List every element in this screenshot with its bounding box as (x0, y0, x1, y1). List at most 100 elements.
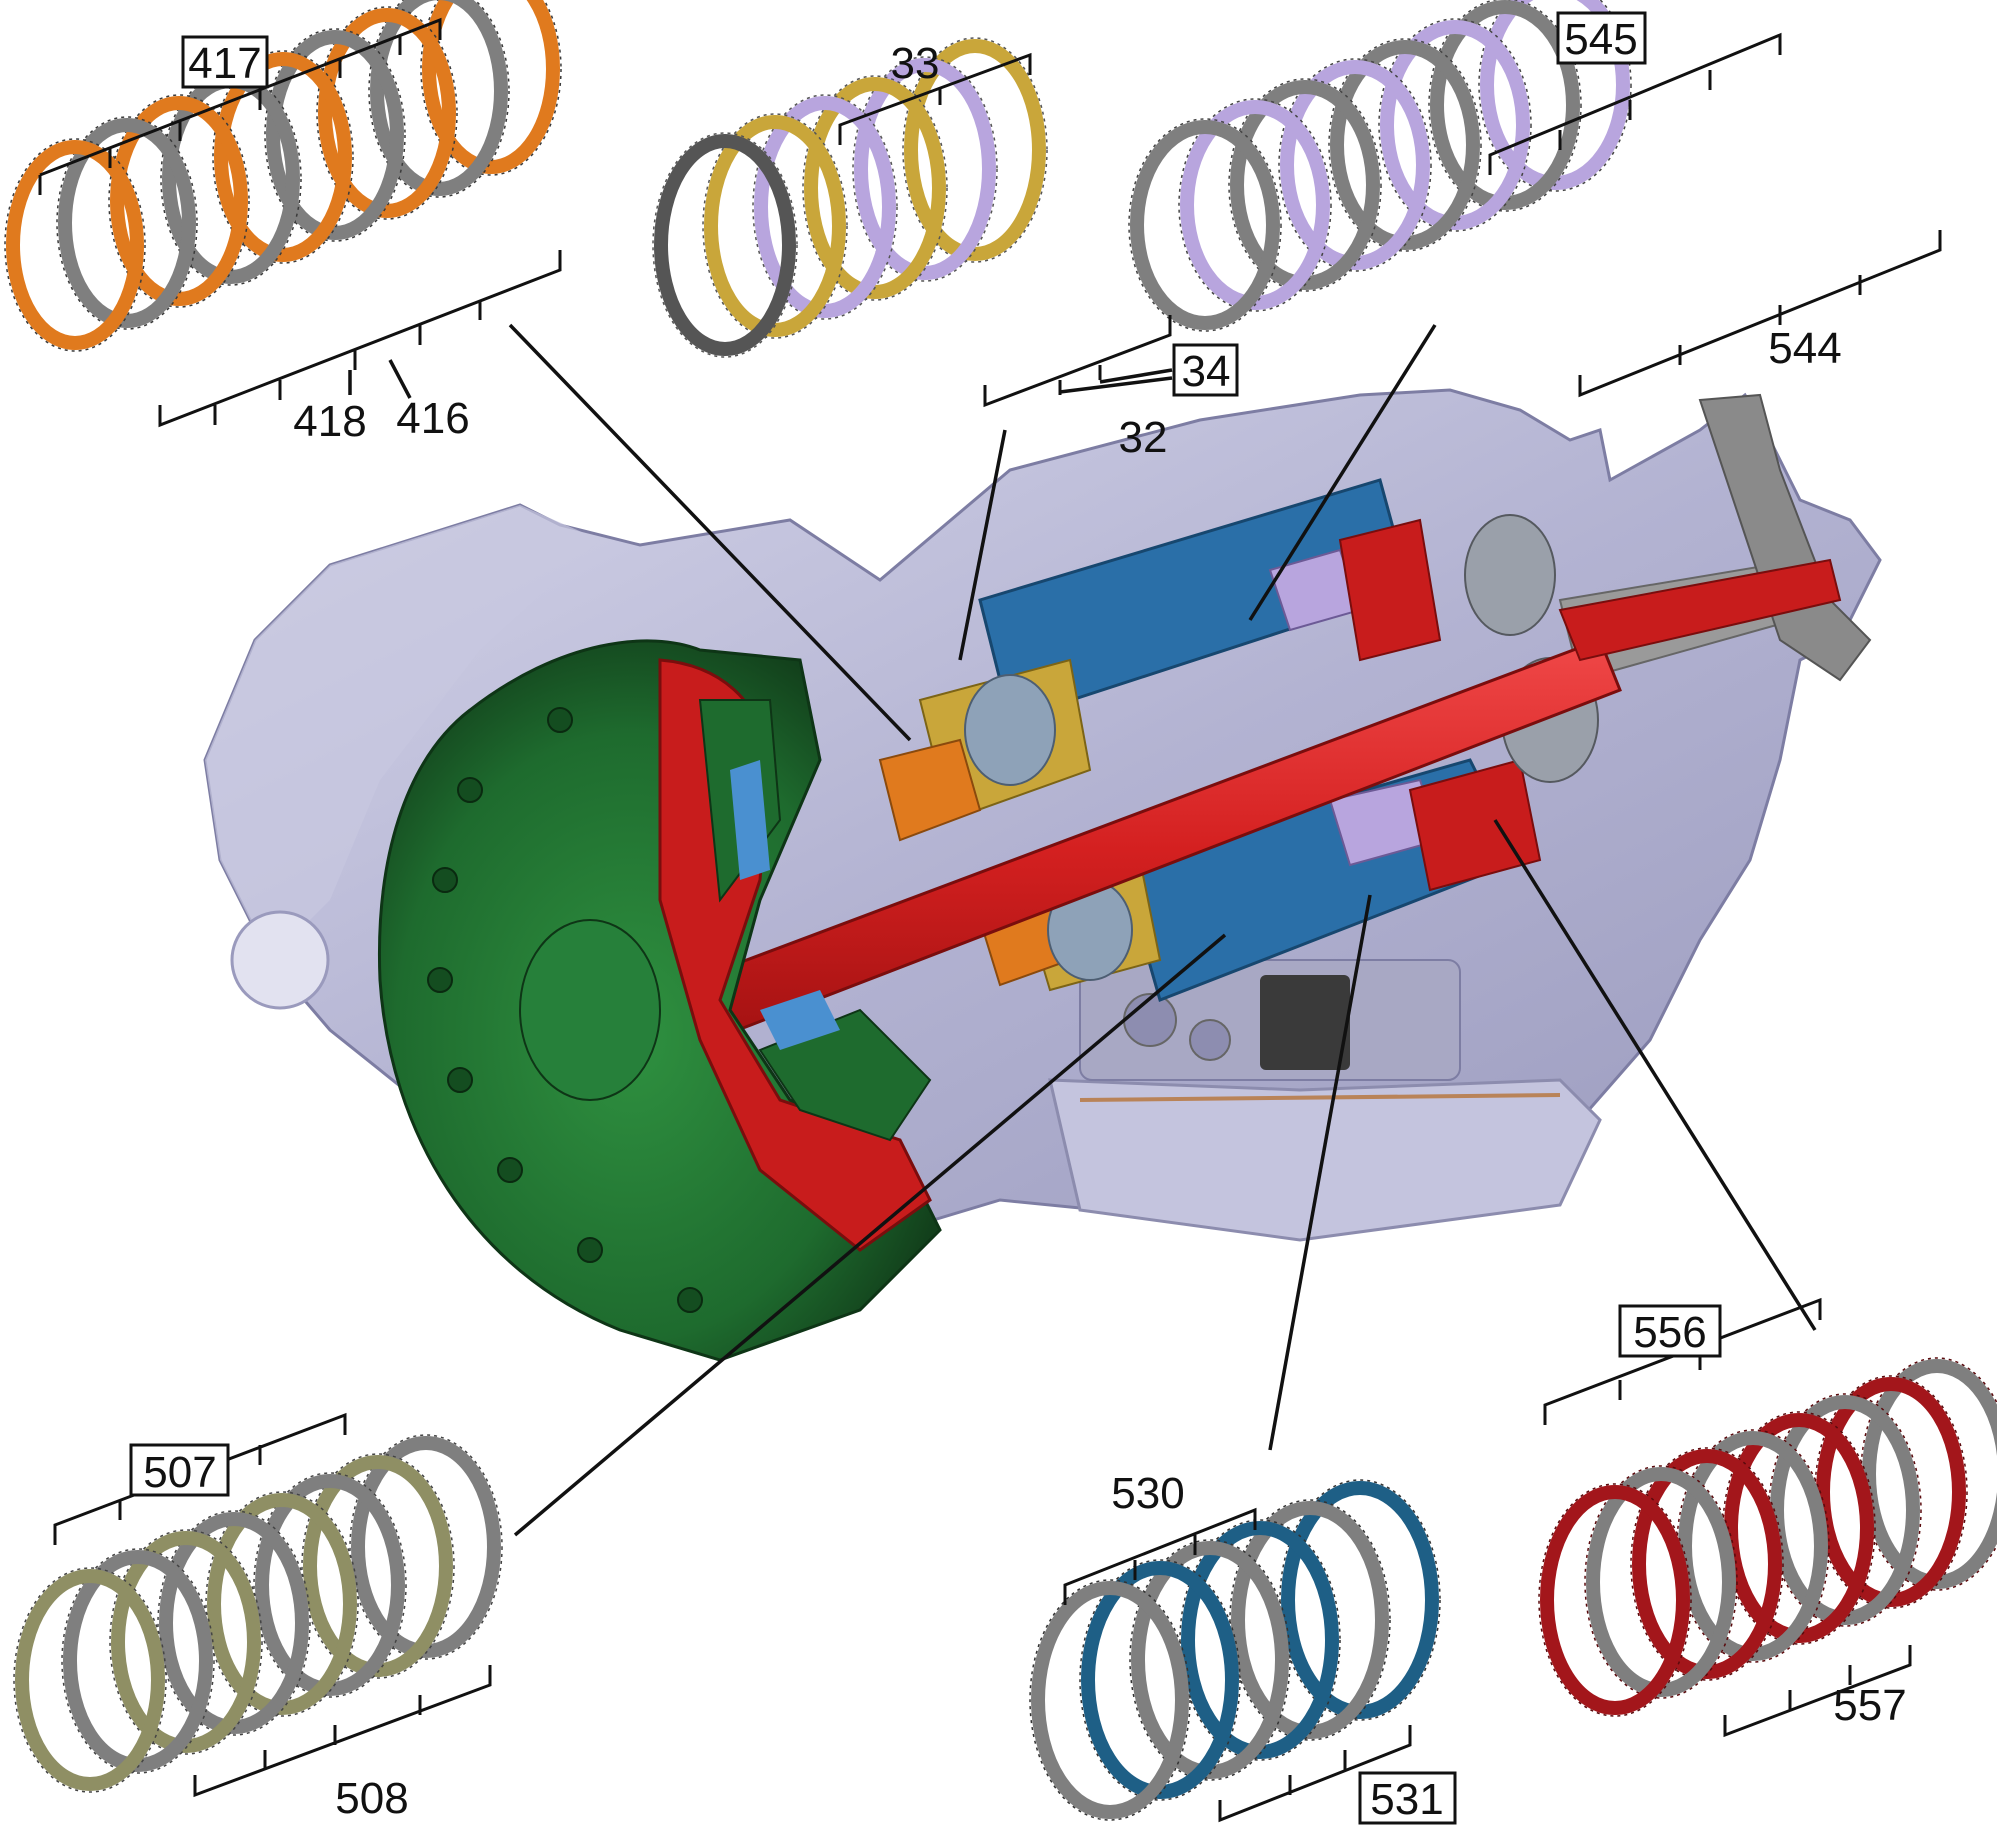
clutch-ring (1586, 1467, 1736, 1697)
label-418: 418 (293, 397, 366, 446)
clutch-ring (111, 1531, 261, 1753)
label-531: 531 (1370, 1775, 1443, 1824)
label-34: 34 (1182, 347, 1231, 396)
clutch-ring (6, 140, 144, 350)
clutch-ring-teeth (1279, 1479, 1441, 1721)
clutch-ring (422, 0, 560, 174)
clutch-ring-teeth (1229, 1499, 1391, 1741)
clutch-ring-teeth (902, 37, 1048, 263)
brackets (38, 17, 1942, 1823)
clutch-ring (1678, 1431, 1828, 1661)
clutch-ring (159, 1512, 309, 1734)
leader-line-545 (1248, 324, 1437, 621)
clutch-pack-507 (13, 1434, 503, 1793)
label-417: 417 (188, 39, 261, 88)
clutch-ring-teeth (1328, 38, 1482, 252)
torque-converter (377, 639, 942, 1362)
clutch-ring-teeth (61, 1548, 215, 1774)
label-box-507: 507 (129, 1443, 230, 1497)
clutch-ring-teeth (349, 1434, 503, 1660)
clutch-ring (1724, 1413, 1874, 1643)
clutch-ring (1380, 20, 1530, 230)
clutch-ring-teeth (368, 0, 510, 198)
label-556: 556 (1633, 1308, 1706, 1357)
tick-416 (388, 359, 412, 399)
clutch-ring (1281, 1481, 1439, 1719)
clutch-ring-teeth (702, 113, 848, 339)
tick-34a (1099, 368, 1173, 384)
label-box-531: 531 (1358, 1771, 1457, 1825)
clutch-ring-teeth (316, 6, 458, 220)
clutch-ring-teeth (1630, 1447, 1784, 1681)
clutch-ring (1180, 100, 1330, 310)
clutch-ring (58, 118, 196, 328)
clutch-ring-teeth (1676, 1429, 1830, 1663)
clutch-ring-teeth (205, 1491, 359, 1717)
clutch-ring-teeth (1029, 1579, 1191, 1821)
clutch-ring (1280, 60, 1430, 270)
clutch-ring (854, 58, 996, 280)
clutch-ring (63, 1550, 213, 1772)
clutch-ring-teeth (752, 94, 898, 320)
clutch-ring-teeth (1228, 78, 1382, 292)
clutch-ring-teeth (108, 94, 250, 308)
leader-line-417 (508, 323, 912, 742)
clutch-ring-teeth (301, 1453, 455, 1679)
clutch-ring (266, 30, 404, 240)
leader-line-530 (1268, 894, 1372, 1451)
clutch-ring-teeth (1478, 0, 1632, 192)
clutch-ring (303, 1455, 453, 1677)
clutch-ring (654, 134, 796, 356)
leader-line-33 (958, 429, 1007, 661)
clutch-ring (1816, 1377, 1966, 1607)
label-box-417: 417 (181, 35, 269, 89)
clutch-ring-teeth (109, 1529, 263, 1755)
clutch-ring-teeth (264, 28, 406, 242)
clutch-ring-teeth (160, 72, 302, 286)
clutch-ring-teeth (1768, 1393, 1922, 1627)
clutch-pack-545 (1128, 0, 1632, 332)
clutch-ring (110, 96, 248, 306)
clutch-ring-teeth (253, 1472, 407, 1698)
clutch-ring-teeth (212, 50, 354, 264)
tick-34b (1059, 376, 1173, 394)
label-508: 508 (335, 1774, 408, 1823)
clutch-pack-530 (1029, 1479, 1441, 1821)
leader-line-556 (1493, 819, 1817, 1331)
clutch-pack-556 (1538, 1357, 1997, 1717)
clutch-ring-teeth (4, 138, 146, 352)
label-530: 530 (1111, 1469, 1184, 1518)
clutch-ring (1081, 1561, 1239, 1799)
clutch-ring (1131, 1541, 1289, 1779)
clutch-ring-teeth (1428, 0, 1582, 212)
clutch-pack-33 (652, 37, 1048, 358)
clutch-ring-teeth (1814, 1375, 1968, 1609)
clutch-ring-teeth (1179, 1519, 1341, 1761)
clutch-ring (1181, 1521, 1339, 1759)
clutch-ring-teeth (420, 0, 562, 176)
clutch-ring (207, 1493, 357, 1715)
clutch-ring-teeth (1278, 58, 1432, 272)
clutch-ring-teeth (157, 1510, 311, 1736)
clutch-ring (1130, 120, 1280, 330)
clutch-ring (1230, 80, 1380, 290)
label-507: 507 (143, 1448, 216, 1497)
clutch-ring-teeth (1079, 1559, 1241, 1801)
clutch-ring-teeth (1538, 1483, 1692, 1717)
clutch-ring (370, 0, 508, 196)
clutch-ring (318, 8, 456, 218)
clutch-ring (1031, 1581, 1189, 1819)
labels: 417 418 416 33 34 32 545 544 507 508 530 (129, 11, 1907, 1825)
label-544: 544 (1768, 324, 1841, 373)
clutch-ring-teeth (1722, 1411, 1876, 1645)
clutch-ring (904, 39, 1046, 261)
clutch-ring-teeth (1128, 118, 1282, 332)
label-box-545: 545 (1556, 11, 1647, 65)
label-416: 416 (396, 394, 469, 443)
label-545: 545 (1564, 15, 1637, 64)
clutch-ring (1430, 0, 1580, 210)
clutch-ring (804, 77, 946, 299)
label-32: 32 (1119, 413, 1168, 462)
clutch-ring (1632, 1449, 1782, 1679)
